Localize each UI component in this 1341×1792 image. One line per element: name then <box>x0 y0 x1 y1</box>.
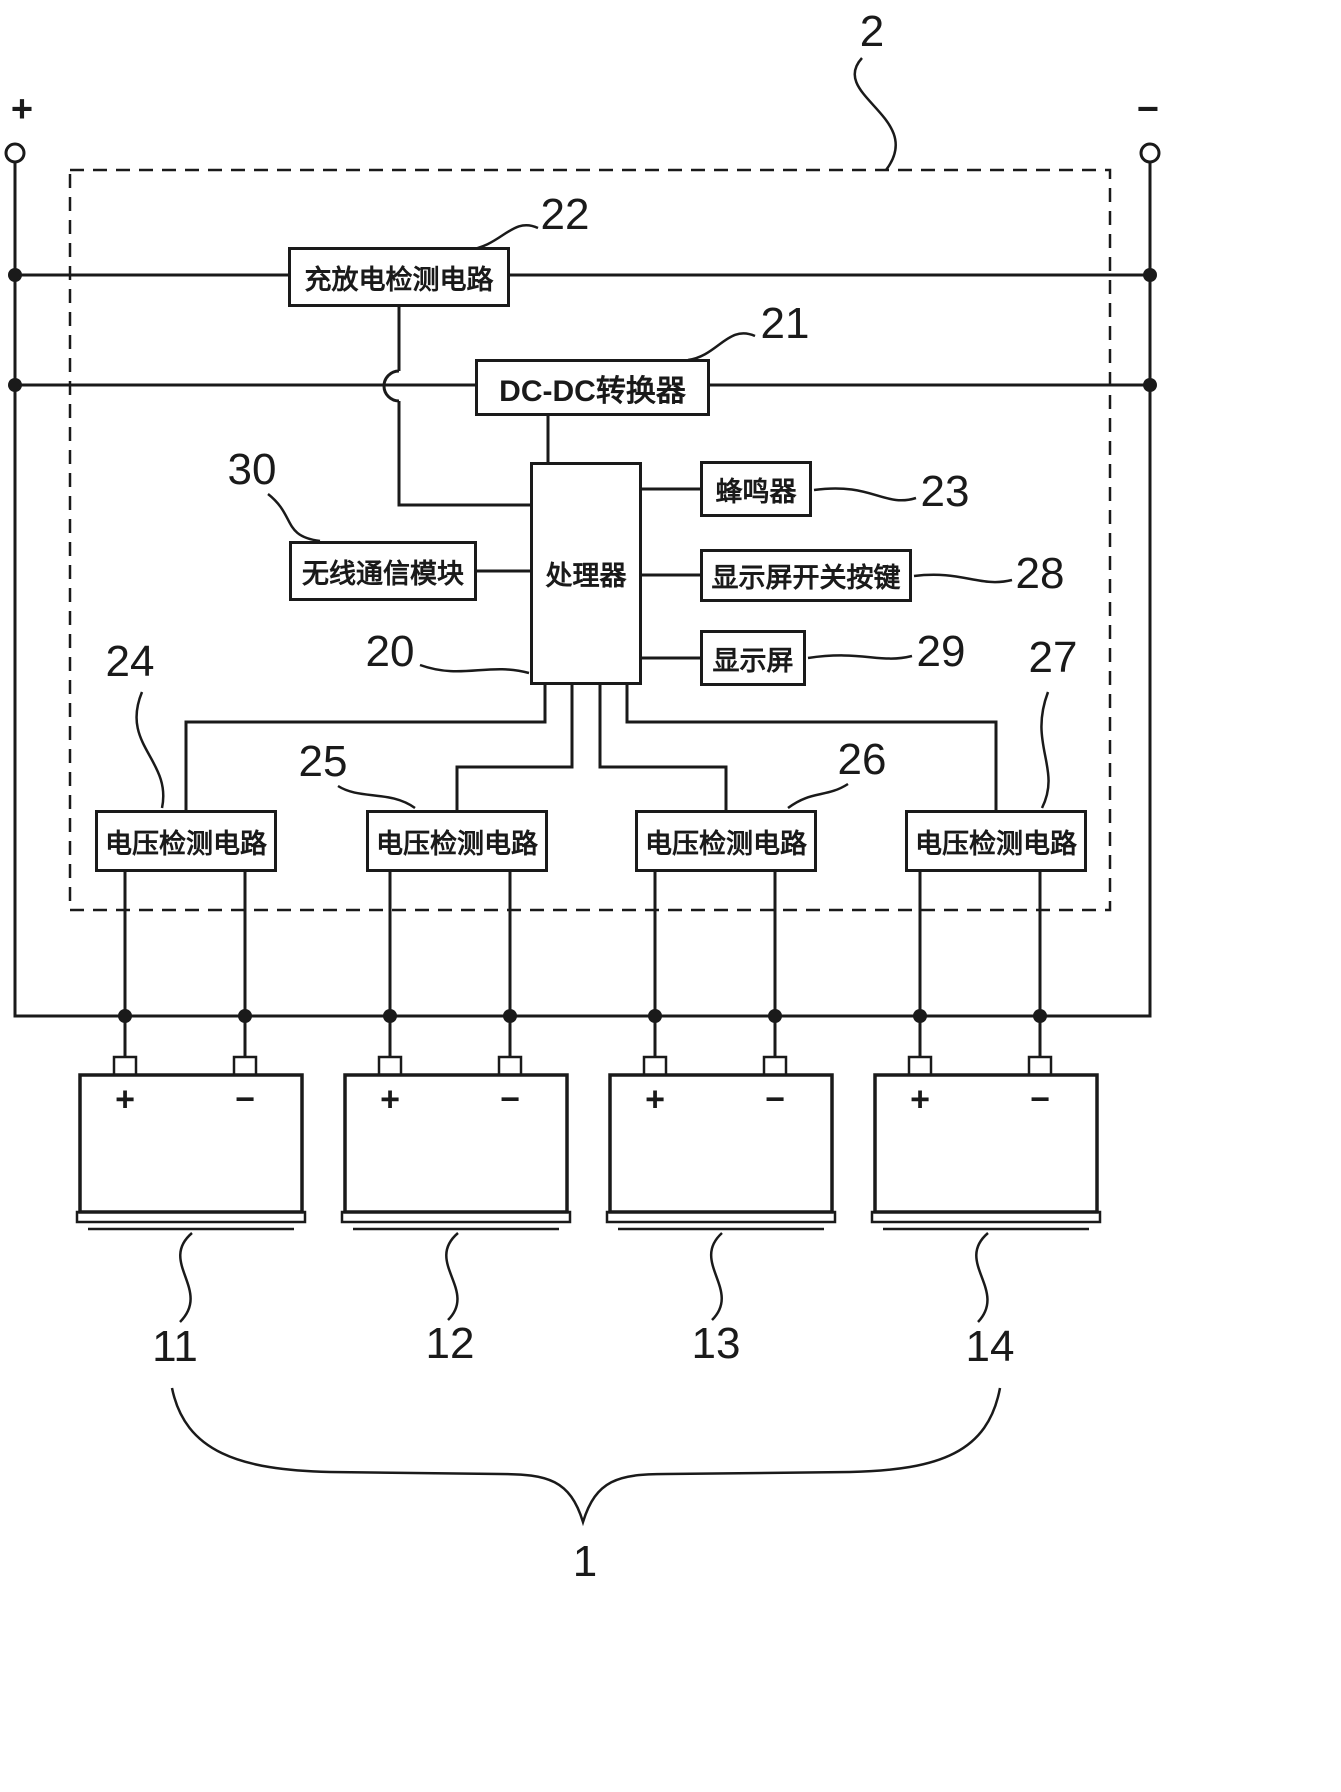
batteries <box>75 1055 1102 1231</box>
ref-label-25: 25 <box>298 737 348 786</box>
voltage-detect-box-2: 电压检测电路 <box>366 810 548 872</box>
battery-3 <box>605 1055 837 1231</box>
ref-label-1: 1 <box>572 1537 598 1586</box>
junction-dots <box>8 268 1157 1023</box>
voltage-detect-label-2: 电压检测电路 <box>376 828 538 859</box>
wire-charge-to-processor <box>397 401 530 507</box>
battery-4-minus-sign: − <box>1030 1080 1050 1119</box>
battery-4-plus-sign: + <box>910 1080 930 1119</box>
wire-processor-to-vd4 <box>625 685 998 810</box>
leader-ref-11 <box>179 1232 193 1323</box>
ref-label-20: 20 <box>365 627 415 676</box>
ref-label-2: 2 <box>859 7 885 56</box>
leader-ref-27 <box>1040 691 1050 809</box>
battery-1-minus-sign: − <box>235 1080 255 1119</box>
leader-ref-13 <box>709 1232 723 1321</box>
ref-label-24: 24 <box>105 637 155 686</box>
leader-ref-20 <box>419 663 530 675</box>
battery-4 <box>870 1055 1102 1231</box>
wireless-module-label: 无线通信模块 <box>302 558 464 589</box>
leader-ref-26 <box>787 782 849 810</box>
rail-and-bottom-bus <box>13 162 1152 1018</box>
leader-ref-25 <box>337 784 416 810</box>
wire-hop-arc <box>382 369 400 403</box>
voltage-detect-box-3: 电压检测电路 <box>635 810 817 872</box>
leader-ref-2 <box>853 57 897 171</box>
leader-ref-14 <box>975 1232 989 1323</box>
leader-ref-21 <box>687 332 756 362</box>
voltage-detect-label-4: 电压检测电路 <box>915 828 1077 859</box>
left-terminal-circle <box>4 142 26 164</box>
ref-label-13: 13 <box>691 1319 741 1368</box>
display-switch-button-box: 显示屏开关按键 <box>700 549 912 602</box>
module-dashed-boundary <box>68 168 1112 912</box>
ref-label-30: 30 <box>227 445 277 494</box>
voltage-detect-box-1: 电压检测电路 <box>95 810 277 872</box>
left-terminal-plus-sign: + <box>10 88 34 131</box>
right-terminal-minus-sign: − <box>1136 88 1160 131</box>
battery-2-plus-sign: + <box>380 1080 400 1119</box>
ref-label-27: 27 <box>1028 633 1078 682</box>
ref-label-12: 12 <box>425 1319 475 1368</box>
internal-wires <box>123 307 1042 1058</box>
leader-ref-24 <box>135 691 165 809</box>
leader-ref-29 <box>807 654 913 660</box>
ref-label-22: 22 <box>540 190 590 239</box>
battery-1 <box>75 1055 307 1231</box>
display-switch-button-label: 显示屏开关按键 <box>711 563 901 593</box>
buzzer-label: 蜂鸣器 <box>715 476 797 507</box>
battery-2-minus-sign: − <box>500 1080 520 1119</box>
display-label: 显示屏 <box>712 645 794 676</box>
battery-3-plus-sign: + <box>645 1080 665 1119</box>
wire-processor-to-vd3 <box>598 685 728 810</box>
reference-leaders <box>135 57 1050 1527</box>
leader-ref-12 <box>445 1232 459 1321</box>
voltage-detect-box-4: 电压检测电路 <box>905 810 1087 872</box>
ref-label-26: 26 <box>837 735 887 784</box>
ref-label-29: 29 <box>916 627 966 676</box>
processor-box: 处理器 <box>530 462 642 685</box>
voltage-detect-label-3: 电压检测电路 <box>645 828 807 859</box>
leader-ref-23 <box>813 487 917 502</box>
wire-processor-to-vd2 <box>455 685 574 810</box>
battery-3-minus-sign: − <box>765 1080 785 1119</box>
wire-processor-to-vd1 <box>184 685 547 810</box>
right-terminal-circle <box>1139 142 1161 164</box>
ref-label-23: 23 <box>920 467 970 516</box>
leader-ref-30 <box>267 493 321 543</box>
battery-1-plus-sign: + <box>115 1080 135 1119</box>
dcdc-converter-label: DC-DC转换器 <box>499 374 686 408</box>
ref-label-11: 11 <box>152 1322 198 1371</box>
ref-label-28: 28 <box>1015 549 1065 598</box>
wireless-module-box: 无线通信模块 <box>289 541 477 601</box>
leader-ref-28 <box>913 573 1013 584</box>
display-box: 显示屏 <box>700 630 806 686</box>
charge-discharge-detect-label: 充放电检测电路 <box>304 264 494 295</box>
battery-2 <box>340 1055 572 1231</box>
buzzer-box: 蜂鸣器 <box>700 461 812 517</box>
charge-discharge-detect-box: 充放电检测电路 <box>288 247 510 307</box>
voltage-detect-label-1: 电压检测电路 <box>105 828 267 859</box>
system-brace <box>170 1387 1002 1527</box>
ref-label-14: 14 <box>965 1322 1015 1371</box>
dcdc-converter-box: DC-DC转换器 <box>475 359 710 416</box>
processor-label: 处理器 <box>545 561 627 591</box>
ref-label-21: 21 <box>760 299 810 348</box>
